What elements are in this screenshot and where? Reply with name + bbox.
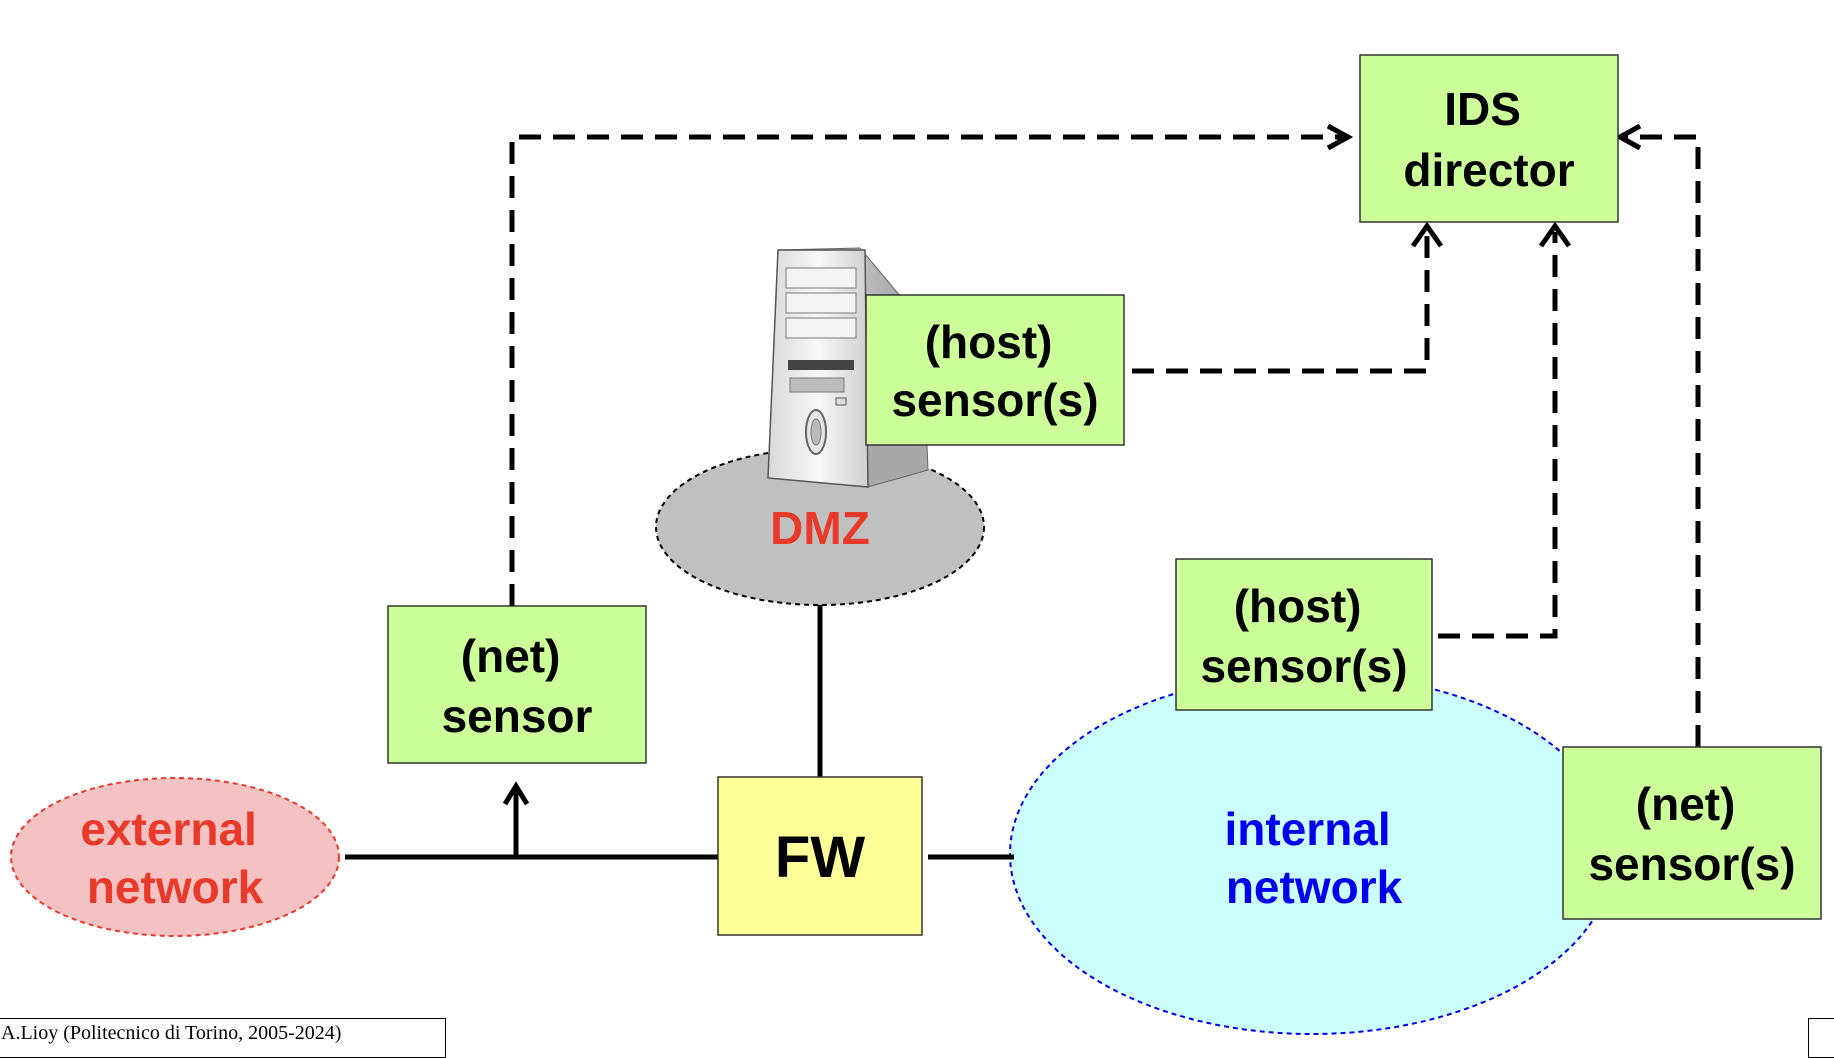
external-net-sensor-label: (net) sensor bbox=[442, 630, 593, 742]
arrowhead-left-in bbox=[1326, 123, 1354, 151]
external-network-label: external network bbox=[80, 803, 269, 913]
copyright-text: A.Lioy (Politecnico di Torino, 2005-2024… bbox=[1, 1022, 342, 1044]
link-dmz-host-sensor-director bbox=[1132, 232, 1430, 374]
director-arrowheads bbox=[1326, 123, 1642, 248]
internal-host-sensor-box bbox=[1175, 558, 1433, 711]
internal-host-sensor-label: (host) sensor(s) bbox=[1200, 580, 1407, 692]
dmz-label: DMZ bbox=[770, 502, 870, 554]
link-internal-host-sensor-director bbox=[1438, 232, 1558, 639]
page-number-box bbox=[1808, 1018, 1834, 1058]
arrowhead-right-in bbox=[1614, 123, 1642, 151]
external-network-cloud bbox=[10, 777, 340, 937]
link-net-sensor-director bbox=[509, 134, 1342, 606]
firewall-label: FW bbox=[775, 825, 865, 890]
internal-network-label: internal network bbox=[1225, 803, 1404, 913]
arrowhead-tap bbox=[502, 781, 530, 806]
dmz-host-sensor-box bbox=[865, 294, 1125, 446]
link-internal-net-sensor-director bbox=[1625, 134, 1701, 747]
copyright-footer: A.Lioy (Politecnico di Torino, 2005-2024… bbox=[0, 1018, 446, 1058]
firewall-box bbox=[717, 776, 923, 936]
internal-net-sensor-box bbox=[1562, 746, 1822, 920]
internal-net-sensor-label: (net) sensor(s) bbox=[1588, 778, 1795, 890]
sensor-report-links bbox=[509, 134, 1701, 747]
arrowhead-dmz-in bbox=[1410, 221, 1444, 248]
arrowhead-internal-in bbox=[1538, 221, 1572, 248]
ids-director-label: IDS director bbox=[1403, 83, 1574, 196]
ids-director-box bbox=[1359, 54, 1619, 223]
dmz-host-sensor-label: (host) sensor(s) bbox=[891, 316, 1098, 426]
external-net-sensor-box bbox=[387, 605, 647, 764]
